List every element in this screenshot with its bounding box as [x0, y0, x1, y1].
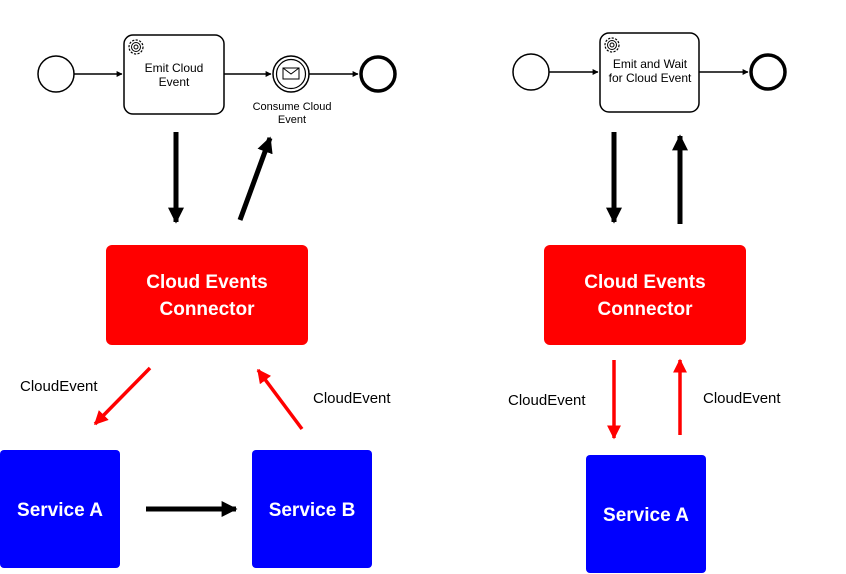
connector-label-line2-right: Connector	[598, 299, 694, 320]
end-event-right	[749, 53, 787, 91]
cloudevent-arrow-to-service-a	[93, 366, 152, 426]
service-b-label: Service B	[269, 500, 356, 521]
consume-cloud-event-catch: Consume Cloud Event	[253, 55, 332, 126]
service-a-label-right: Service A	[603, 505, 689, 526]
catch-label-line2: Event	[278, 114, 306, 126]
task-label-line1: Emit Cloud	[145, 61, 204, 75]
cloudevent-label-up-left: CloudEvent	[313, 390, 391, 407]
task-label-line2-right: for Cloud Event	[609, 71, 692, 85]
right-diagram: Emit and Wait for Cloud Event Cloud Even…	[508, 32, 787, 573]
cloudevent-label-down-right: CloudEvent	[508, 392, 586, 409]
connector-label-line2: Connector	[160, 299, 256, 320]
emit-cloud-event-task: Emit Cloud Event	[123, 34, 225, 115]
task-label-line2: Event	[159, 75, 190, 89]
envelope-icon	[282, 67, 300, 80]
cloud-events-connector-left: Cloud Events Connector	[106, 245, 308, 345]
start-event-left	[37, 55, 75, 93]
cloudevent-label-up-right: CloudEvent	[703, 390, 781, 407]
catch-label-line1: Consume Cloud	[253, 101, 332, 113]
end-event-left	[359, 55, 397, 93]
cloud-events-connector-right: Cloud Events Connector	[544, 245, 746, 345]
emit-and-wait-task: Emit and Wait for Cloud Event	[599, 32, 700, 113]
service-a-label-left: Service A	[17, 500, 103, 521]
gear-icon	[604, 37, 620, 53]
connector-label-line1-right: Cloud Events	[584, 272, 705, 293]
cloudevent-arrow-from-service-b	[256, 368, 304, 431]
start-event-right	[512, 53, 550, 91]
gear-icon	[128, 39, 144, 55]
arrow-connector-to-catch-left	[237, 136, 273, 221]
service-a-box-right: Service A	[586, 455, 706, 573]
service-a-box-left: Service A	[0, 450, 120, 568]
connector-label-line1: Cloud Events	[146, 272, 267, 293]
left-diagram: Emit Cloud Event Consume Cloud Event Clo…	[0, 34, 397, 568]
task-label-line1-right: Emit and Wait	[613, 57, 688, 71]
service-b-box: Service B	[252, 450, 372, 568]
cloudevent-label-down-left: CloudEvent	[20, 378, 98, 395]
